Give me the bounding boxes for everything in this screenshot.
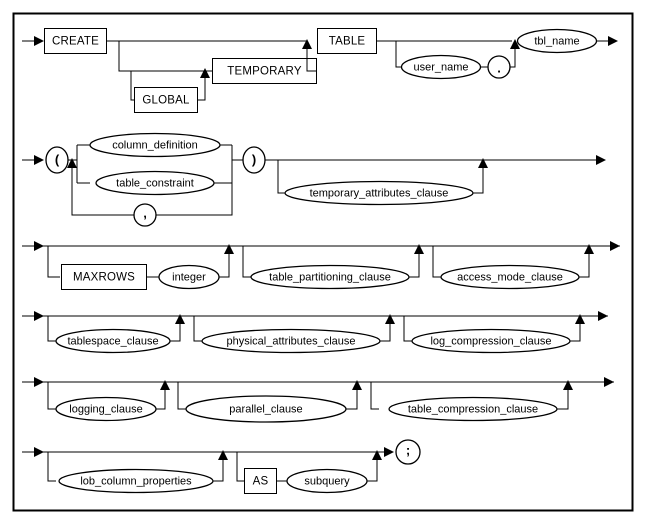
node-lob-column-properties-label: lob_column_properties (80, 475, 192, 487)
arrow-head-icon (610, 241, 620, 251)
arrow-head-icon (67, 158, 77, 168)
node-table-compression-clause-label: table_compression_clause (408, 403, 538, 415)
arrow-head-icon (34, 36, 44, 46)
node-user-name-label: user_name (413, 61, 468, 73)
arrow-head-icon (34, 377, 44, 387)
node-access-mode-clause-label: access_mode_clause (457, 271, 563, 283)
node-column-definition-label: column_definition (112, 139, 198, 151)
node-table-constraint-label: table_constraint (116, 177, 194, 189)
arrow-head-icon (34, 447, 44, 457)
node-physical-attributes-clause-label: physical_attributes_clause (226, 335, 355, 347)
node-integer-label: integer (172, 271, 206, 283)
node-tbl-name-label: tbl_name (534, 35, 579, 47)
node-global[interactable] (133, 86, 199, 114)
node-comma-label: , (143, 205, 147, 220)
arrow-head-icon (372, 450, 382, 460)
arrow-head-icon (352, 380, 362, 390)
node-create-label: CREATE (52, 36, 99, 48)
arrow-head-icon (224, 244, 234, 254)
row-6-group: lob_column_properties AS subquery ; (22, 439, 421, 495)
node-temporary-label: TEMPORARY (227, 66, 302, 78)
arrow-head-icon (414, 244, 424, 254)
row-1-group: CREATE GLOBAL TEMPORARY TABLE (22, 27, 618, 114)
arrow-head-icon (175, 314, 185, 324)
diagram-frame (12, 12, 634, 512)
arrow-head-icon (604, 377, 614, 387)
node-rparen-label: ) (252, 152, 256, 167)
node-dot-label: . (497, 60, 501, 75)
node-parallel-clause-label: parallel_clause (229, 403, 302, 415)
node-maxrows[interactable] (60, 263, 148, 291)
arrow-head-icon (598, 311, 608, 321)
node-table-label: TABLE (329, 36, 366, 48)
node-temporary-attributes-clause-label: temporary_attributes_clause (310, 187, 449, 199)
node-global-label: GLOBAL (142, 95, 190, 107)
node-semicolon-label: ; (406, 442, 410, 457)
arrow-head-icon (302, 39, 312, 49)
arrow-head-icon (34, 241, 44, 251)
arrow-head-icon (563, 380, 573, 390)
node-as-label: AS (253, 476, 269, 488)
arrow-head-icon (608, 36, 618, 46)
node-semicolon[interactable] (395, 439, 421, 465)
row-4-group: tablespace_clause physical_attributes_cl… (22, 311, 608, 354)
row-2-group: ( column_definition table_constraint , (22, 132, 606, 227)
arrow-head-icon (34, 311, 44, 321)
arrow-head-icon (478, 158, 488, 168)
arrow-head-icon (200, 68, 210, 78)
arrow-head-icon (384, 447, 394, 457)
row-3-group: MAXROWS integer table_partitioning_claus… (22, 241, 620, 291)
arrow-head-icon (218, 450, 228, 460)
node-tablespace-clause-label: tablespace_clause (67, 335, 158, 347)
row-5-group: logging_clause parallel_clause table_com… (22, 377, 614, 423)
node-table-partitioning-clause-label: table_partitioning_clause (269, 271, 391, 283)
arrow-head-icon (160, 380, 170, 390)
node-logging-clause-label: logging_clause (69, 403, 142, 415)
node-subquery-label: subquery (304, 475, 350, 487)
arrow-head-icon (510, 39, 520, 49)
node-maxrows-label: MAXROWS (73, 272, 135, 284)
node-log-compression-clause-label: log_compression_clause (430, 335, 551, 347)
arrow-head-icon (584, 244, 594, 254)
arrow-head-icon (34, 155, 44, 165)
arrow-head-icon (596, 155, 606, 165)
node-create[interactable] (43, 27, 108, 55)
arrow-head-icon (385, 314, 395, 324)
node-lparen-label: ( (55, 152, 60, 167)
node-temporary[interactable] (211, 57, 318, 85)
arrow-head-icon (575, 314, 585, 324)
